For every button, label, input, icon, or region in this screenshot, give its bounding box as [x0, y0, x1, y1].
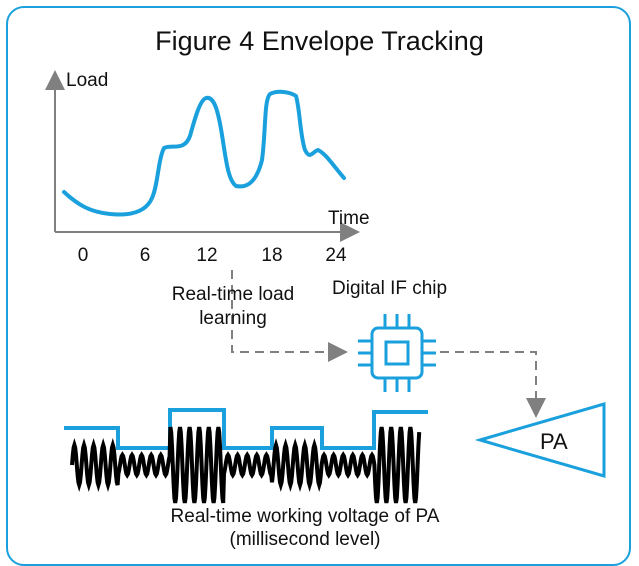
chip-to-pa-arrow [440, 351, 546, 418]
rf-signal-waveform [70, 426, 422, 504]
pa-amplifier-shape [474, 402, 606, 478]
x-tick-label: 24 [325, 245, 347, 266]
envelope-steps [64, 408, 428, 450]
figure-title: Figure 4 Envelope Tracking [155, 26, 484, 56]
x-tick-label: 18 [261, 245, 283, 266]
chip-label: Digital IF chip [332, 278, 448, 299]
diagram-canvas [45, 70, 606, 504]
y-axis-label: Load [66, 70, 109, 91]
x-axis-label: Time [328, 208, 370, 229]
x-tick-label: 12 [196, 245, 218, 266]
load-curve [62, 89, 346, 217]
x-tick-label: 6 [139, 245, 151, 266]
voltage-label: Real-time working voltage of PA (millise… [170, 506, 440, 550]
pa-label: PA [540, 429, 568, 454]
learning-arrow [231, 270, 348, 362]
x-tick-label: 0 [77, 245, 89, 266]
learning-label: Real-time load learning [171, 284, 295, 329]
chip-icon [358, 314, 436, 392]
